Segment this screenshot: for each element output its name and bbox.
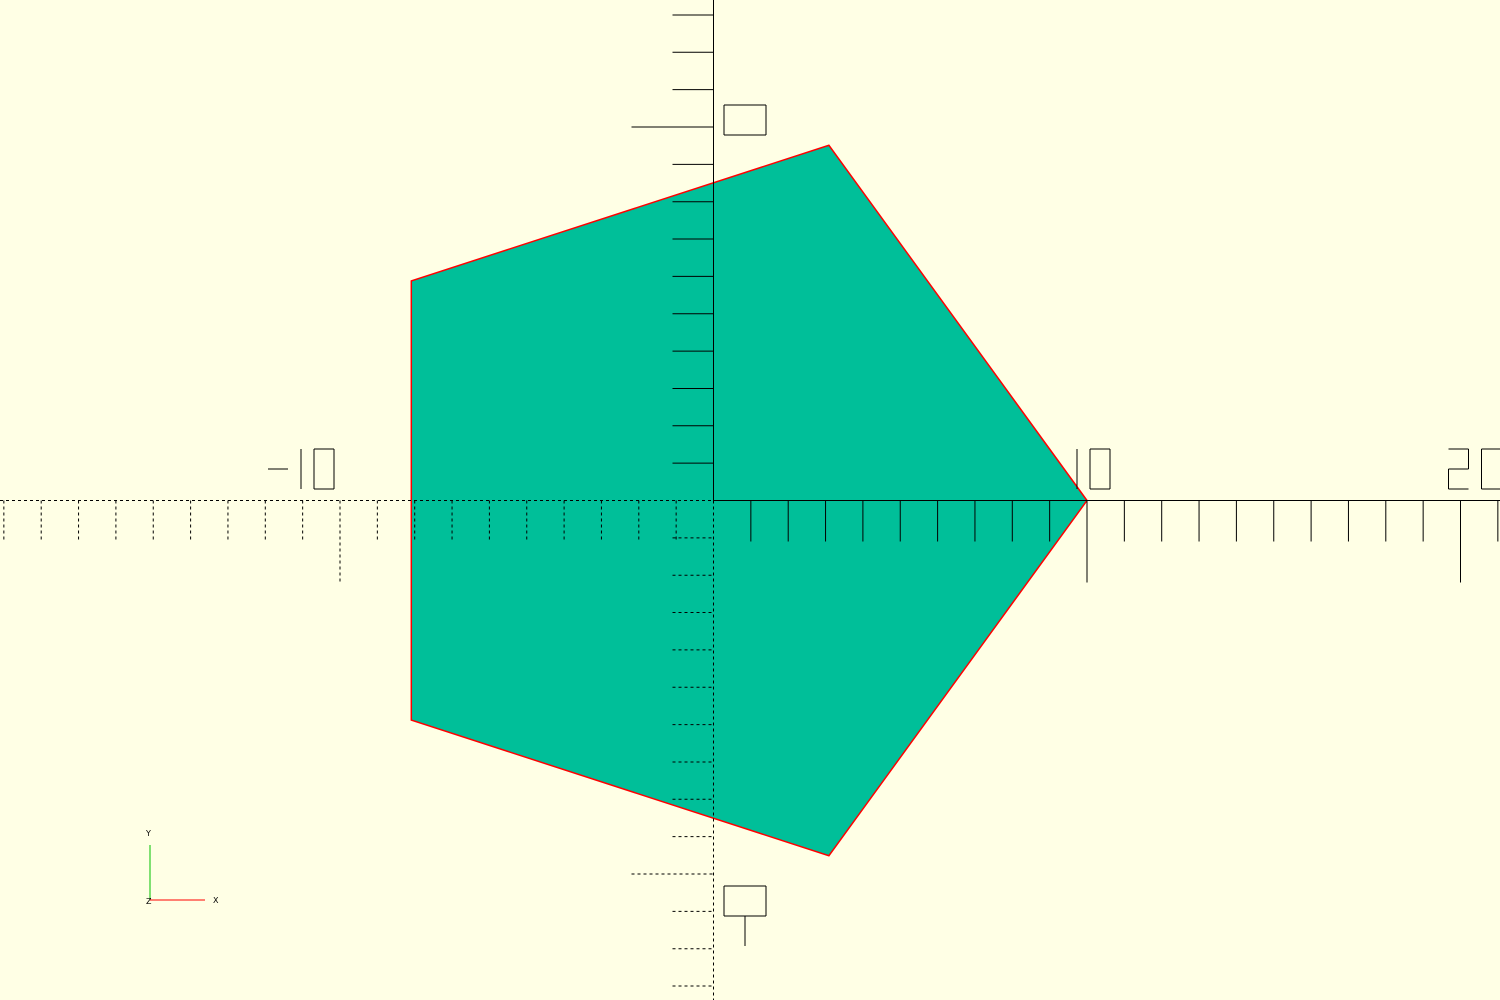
y-indicator-label: Y (145, 829, 151, 838)
y-tick-label-neg10 (723, 885, 767, 946)
axis-indicator: Y X Z (145, 829, 219, 906)
x-tick-label-neg10 (268, 448, 335, 490)
axis-tick-labels (268, 104, 1500, 946)
y-tick-label-10 (723, 104, 767, 136)
x-tick-label-20 (1448, 448, 1500, 490)
x-tick-label-10 (1076, 448, 1111, 490)
z-indicator-label: Z (146, 897, 152, 906)
x-indicator-label: X (213, 896, 219, 905)
